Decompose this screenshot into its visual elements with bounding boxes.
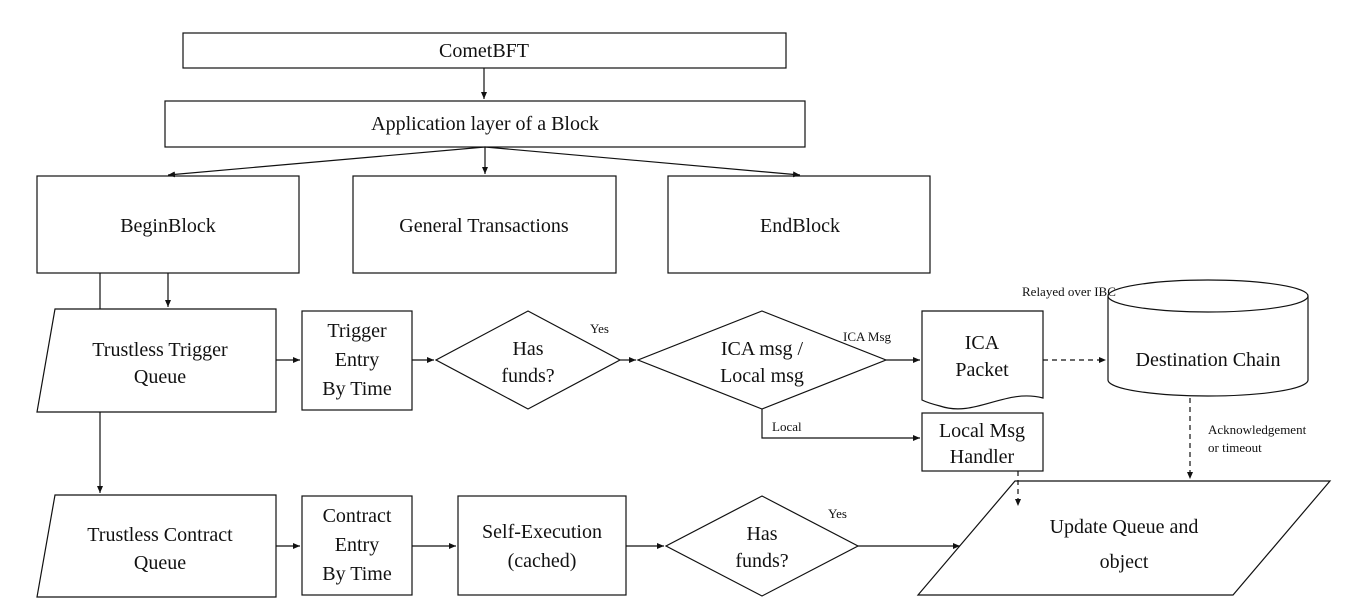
general-transactions-label: General Transactions (399, 215, 569, 237)
contract-queue-shape: Trustless Contract Queue (36, 494, 277, 598)
begin-block-label: BeginBlock (120, 215, 216, 237)
trigger-entry-box: Trigger Entry By Time (301, 310, 413, 411)
has-funds-2-line2: funds? (735, 550, 788, 572)
self-execution-box: Self-Execution (cached) (457, 495, 627, 596)
edge-labels: Yes ICA Msg Local Relayed over IBC Ackno… (590, 284, 1307, 521)
ica-or-local-line2: Local msg (720, 365, 804, 387)
ica-or-local-line1: ICA msg / (721, 338, 804, 360)
application-layer-box: Application layer of a Block (164, 100, 806, 148)
update-queue-line1: Update Queue and (1050, 516, 1199, 538)
has-funds-2-line1: Has (746, 523, 777, 545)
connectors (97, 68, 1193, 549)
trigger-queue-label-line1: Trustless Trigger (92, 339, 228, 361)
cometbft-label: CometBFT (439, 40, 529, 62)
arrow-local-to-handler (761, 409, 920, 441)
trigger-entry-line3: By Time (322, 378, 392, 400)
local-msg-handler-box: Local Msg Handler (921, 412, 1044, 472)
ack-label-line1: Acknowledgement (1208, 422, 1307, 437)
contract-entry-line1: Contract (323, 505, 392, 527)
contract-entry-line3: By Time (322, 563, 392, 585)
ica-packet-shape: ICA Packet (921, 310, 1044, 410)
ica-packet-line1: ICA (965, 332, 1000, 354)
has-funds-1-line2: funds? (501, 365, 554, 387)
begin-block-box: BeginBlock (36, 175, 300, 274)
ica-msg-label: ICA Msg (843, 329, 892, 344)
ack-label-line2: or timeout (1208, 440, 1262, 455)
contract-queue-line1: Trustless Contract (87, 524, 233, 546)
contract-queue-line2: Queue (134, 552, 186, 574)
local-label: Local (772, 419, 802, 434)
has-funds-1-line1: Has (512, 338, 543, 360)
yes-label-1: Yes (590, 321, 609, 336)
general-transactions-box: General Transactions (352, 175, 617, 274)
update-queue-line2: object (1100, 551, 1149, 573)
local-handler-line2: Handler (950, 446, 1015, 468)
end-block-box: EndBlock (667, 175, 931, 274)
has-funds-diamond-2: Has funds? (664, 495, 860, 597)
ica-packet-line2: Packet (955, 359, 1009, 381)
self-exec-line2: (cached) (508, 550, 577, 572)
trigger-queue-label-line2: Queue (134, 366, 186, 388)
arrow-app-to-endblock (484, 146, 801, 178)
trigger-entry-line2: Entry (335, 349, 379, 371)
relayed-over-ibc-label: Relayed over IBC (1022, 284, 1116, 299)
arrow-app-to-beginblock (167, 146, 486, 178)
cometbft-box: CometBFT (182, 32, 787, 69)
contract-entry-line2: Entry (335, 534, 379, 556)
application-layer-label: Application layer of a Block (371, 113, 599, 135)
destination-chain-cylinder: Destination Chain (1107, 279, 1309, 397)
end-block-label: EndBlock (760, 215, 840, 237)
local-handler-line1: Local Msg (939, 420, 1025, 442)
yes-label-2: Yes (828, 506, 847, 521)
has-funds-diamond-1: Has funds? (434, 310, 622, 410)
self-exec-line1: Self-Execution (482, 521, 602, 543)
ica-or-local-diamond: ICA msg / Local msg (636, 310, 888, 410)
contract-entry-box: Contract Entry By Time (301, 495, 413, 596)
update-queue-shape: Update Queue and object (916, 480, 1332, 596)
trigger-entry-line1: Trigger (327, 320, 387, 342)
trigger-queue-shape: Trustless Trigger Queue (36, 308, 277, 413)
destination-chain-label: Destination Chain (1136, 349, 1281, 371)
